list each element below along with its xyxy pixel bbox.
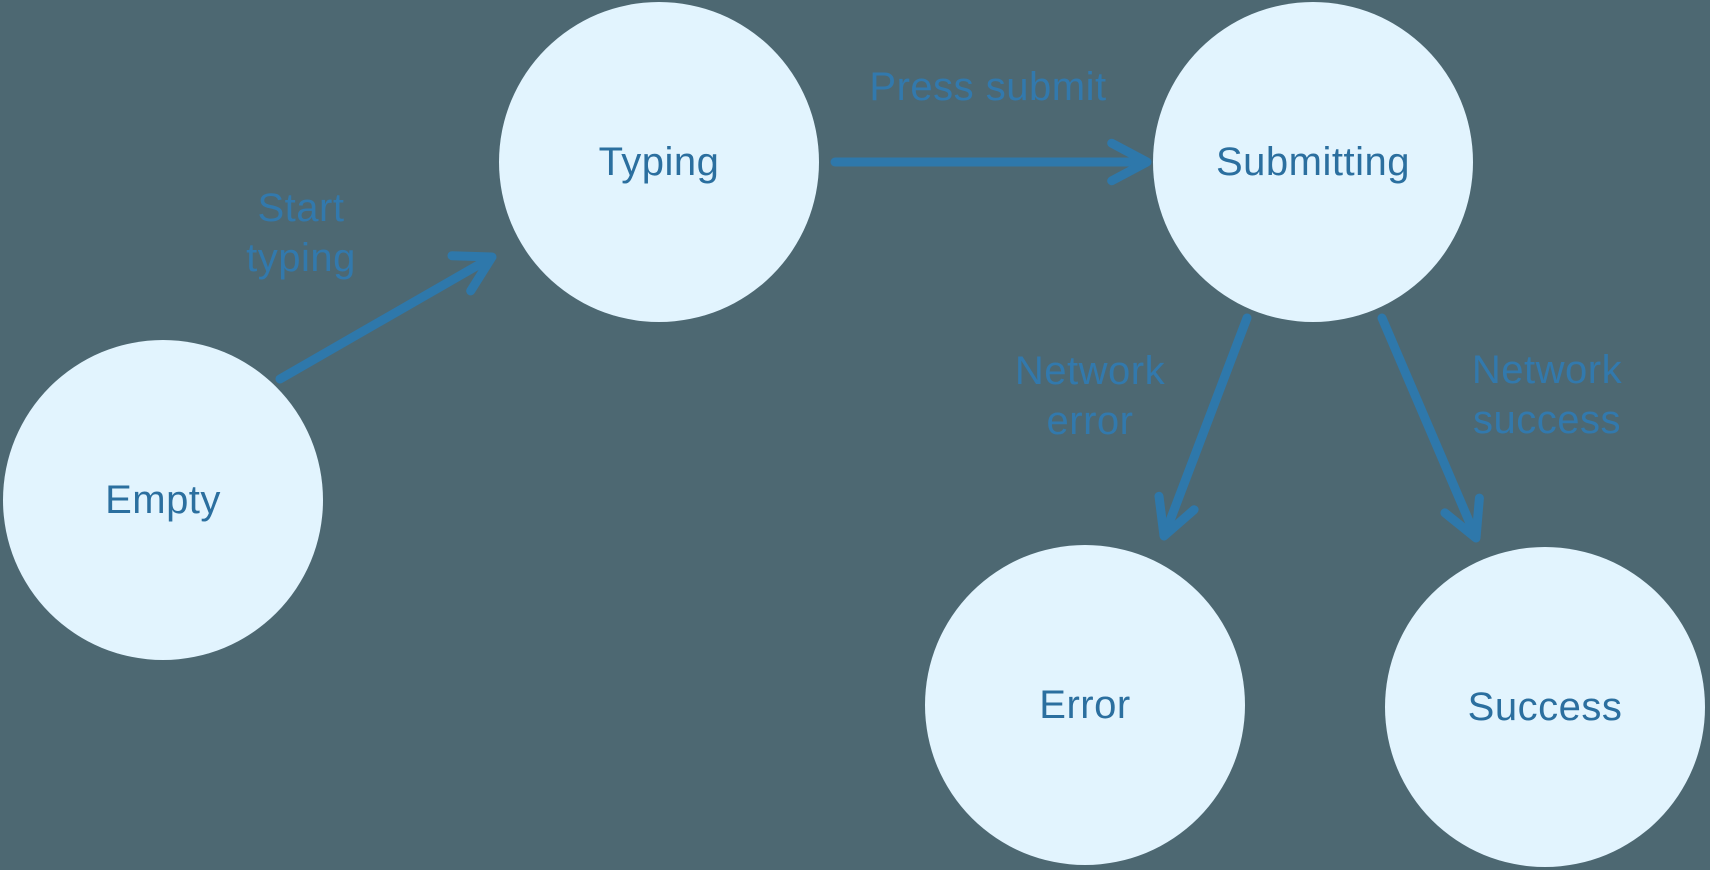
transition-label-line: Network (1014, 349, 1166, 393)
transition-label-start-typing: Start typing (246, 183, 356, 283)
transition-label-line: error (1046, 399, 1134, 443)
transition-arrow-network-success (1377, 313, 1484, 543)
transition-label-press-submit: Press submit (869, 62, 1106, 112)
state-label-submitting: Submitting (1216, 139, 1410, 184)
transition-label-line: Network (1471, 348, 1623, 392)
transition-label-network-error: Network error (1015, 346, 1165, 446)
transition-label-line: success (1472, 398, 1621, 442)
transition-arrow-network-error (1154, 313, 1252, 541)
transition-arrow-press-submit (830, 138, 1152, 186)
state-node-success: Success (1385, 547, 1705, 867)
state-node-empty: Empty (3, 340, 323, 660)
transition-label-line: typing (246, 236, 356, 280)
state-label-error: Error (1039, 682, 1131, 727)
state-node-error: Error (925, 545, 1245, 865)
transition-label-line: Start (257, 186, 345, 230)
state-node-typing: Typing (499, 2, 819, 322)
state-label-typing: Typing (598, 139, 720, 184)
state-label-empty: Empty (105, 477, 221, 522)
transition-label-line: Press submit (869, 65, 1107, 109)
state-label-success: Success (1467, 684, 1623, 729)
transition-label-network-success: Network success (1472, 345, 1622, 445)
state-node-submitting: Submitting (1153, 2, 1473, 322)
